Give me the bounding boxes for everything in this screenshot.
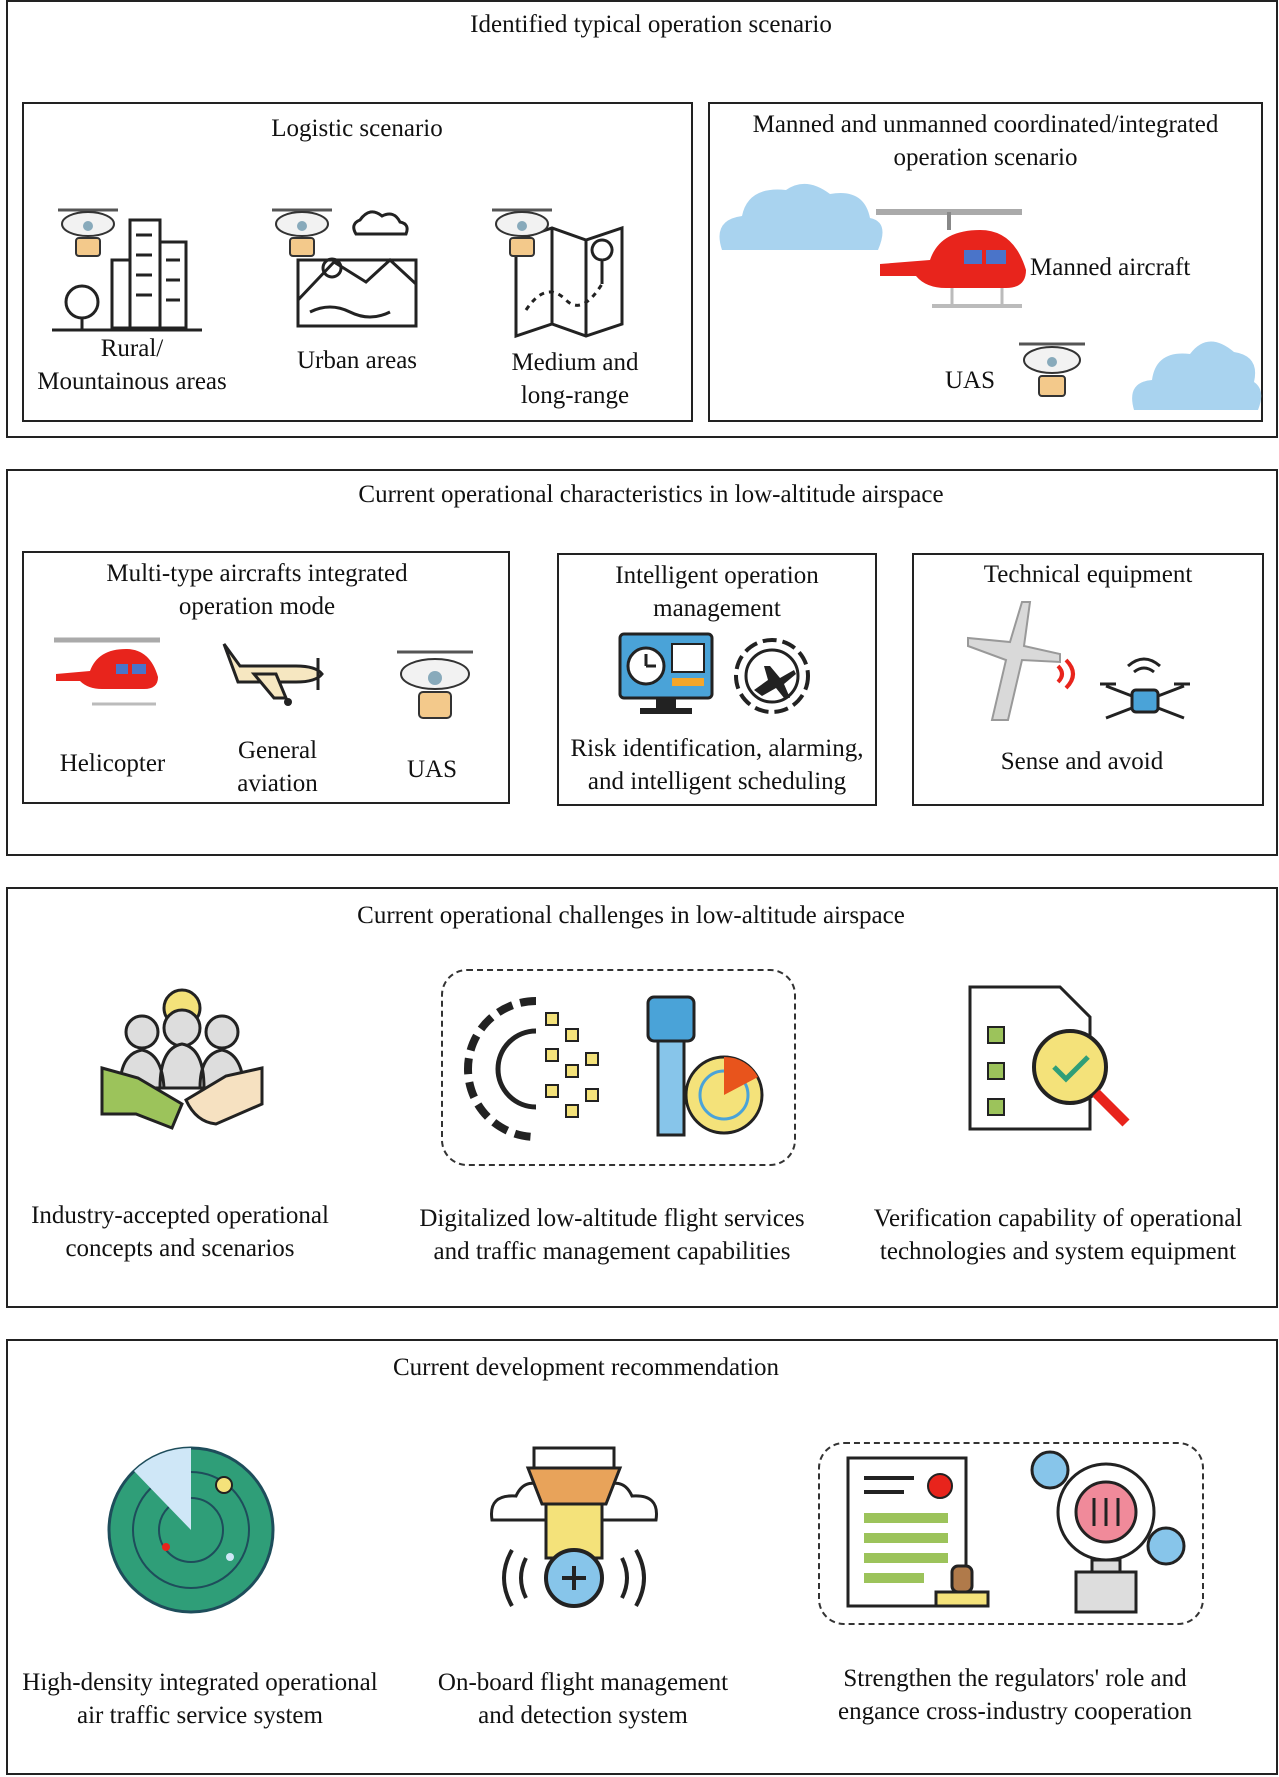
gear-airplane-icon — [734, 638, 810, 714]
cloud-icon-small — [1132, 341, 1262, 410]
logistic-item-rural: Rural/ Mountainous areas — [37, 335, 227, 395]
regulator-network-icon — [1030, 1450, 1186, 1614]
drone-buildings-icon — [52, 208, 202, 332]
challenge-item-concepts: Industry-accepted operational concepts a… — [31, 1202, 329, 1262]
logistic-item-medium-long: Medium and long-range — [511, 349, 639, 409]
technical-title: Technical equipment — [983, 561, 1193, 588]
logistic-scenario-title: Logistic scenario — [271, 115, 443, 142]
drone-sensor-icon — [1100, 657, 1190, 720]
section-title: Identified typical operation scenario — [470, 11, 832, 38]
drone-icon — [397, 650, 473, 719]
multi-item-general-aviation: General aviation — [237, 737, 318, 797]
uas-label: UAS — [944, 367, 995, 394]
helicopter-icon — [54, 637, 160, 706]
challenge-item-digitalized: Digitalized low-altitude flight services… — [419, 1205, 805, 1265]
document-check-icon — [968, 985, 1130, 1131]
recommendation-item-atc: High-density integrated operational air … — [22, 1669, 378, 1729]
section-title: Current operational characteristics in l… — [358, 481, 944, 508]
drone-mountain-icon — [272, 208, 418, 328]
control-tower-icon — [490, 1446, 658, 1608]
manned-aircraft-label: Manned aircraft — [1030, 254, 1191, 281]
challenge-icons-group — [441, 969, 796, 1166]
logistic-item-urban: Urban areas — [296, 347, 418, 374]
recommendation-icons-group — [818, 1442, 1204, 1625]
team-handshake-icon — [100, 988, 264, 1130]
multi-type-title: Multi-type aircrafts integrated operatio… — [106, 560, 408, 620]
intelligent-title: Intelligent operation management — [615, 562, 819, 622]
technical-box — [912, 553, 1264, 806]
drone-map-icon — [492, 208, 624, 339]
technical-caption: Sense and avoid — [1000, 748, 1164, 775]
recommendation-item-regulators: Strengthen the regulators' role and enga… — [837, 1665, 1193, 1725]
multi-item-uas: UAS — [406, 756, 457, 783]
intelligent-caption: Risk identification, alarming, and intel… — [570, 735, 864, 795]
airplane-icon — [222, 643, 324, 706]
digital-gear-icon — [464, 997, 599, 1141]
section-title: Current operational challenges in low-al… — [357, 902, 905, 929]
plane-sensing-icon — [967, 601, 1075, 721]
radar-icon — [107, 1446, 275, 1614]
logistic-scenario-box — [22, 102, 693, 422]
cloud-icon — [719, 183, 883, 250]
monitor-clock-icon — [618, 632, 714, 714]
challenge-item-verification: Verification capability of operational t… — [873, 1205, 1243, 1265]
drone-icon — [1019, 342, 1085, 397]
section-title: Current development recommendation — [393, 1354, 779, 1381]
multi-item-helicopter: Helicopter — [59, 750, 166, 777]
recommendation-item-onboard: On-board flight management and detection… — [437, 1669, 729, 1729]
helicopter-icon — [876, 209, 1026, 308]
certificate-stamp-icon — [846, 1456, 990, 1608]
intelligent-box — [557, 553, 877, 806]
coordinated-scenario-title: Manned and unmanned coordinated/integrat… — [752, 111, 1219, 171]
control-tower-radar-icon — [646, 995, 764, 1137]
